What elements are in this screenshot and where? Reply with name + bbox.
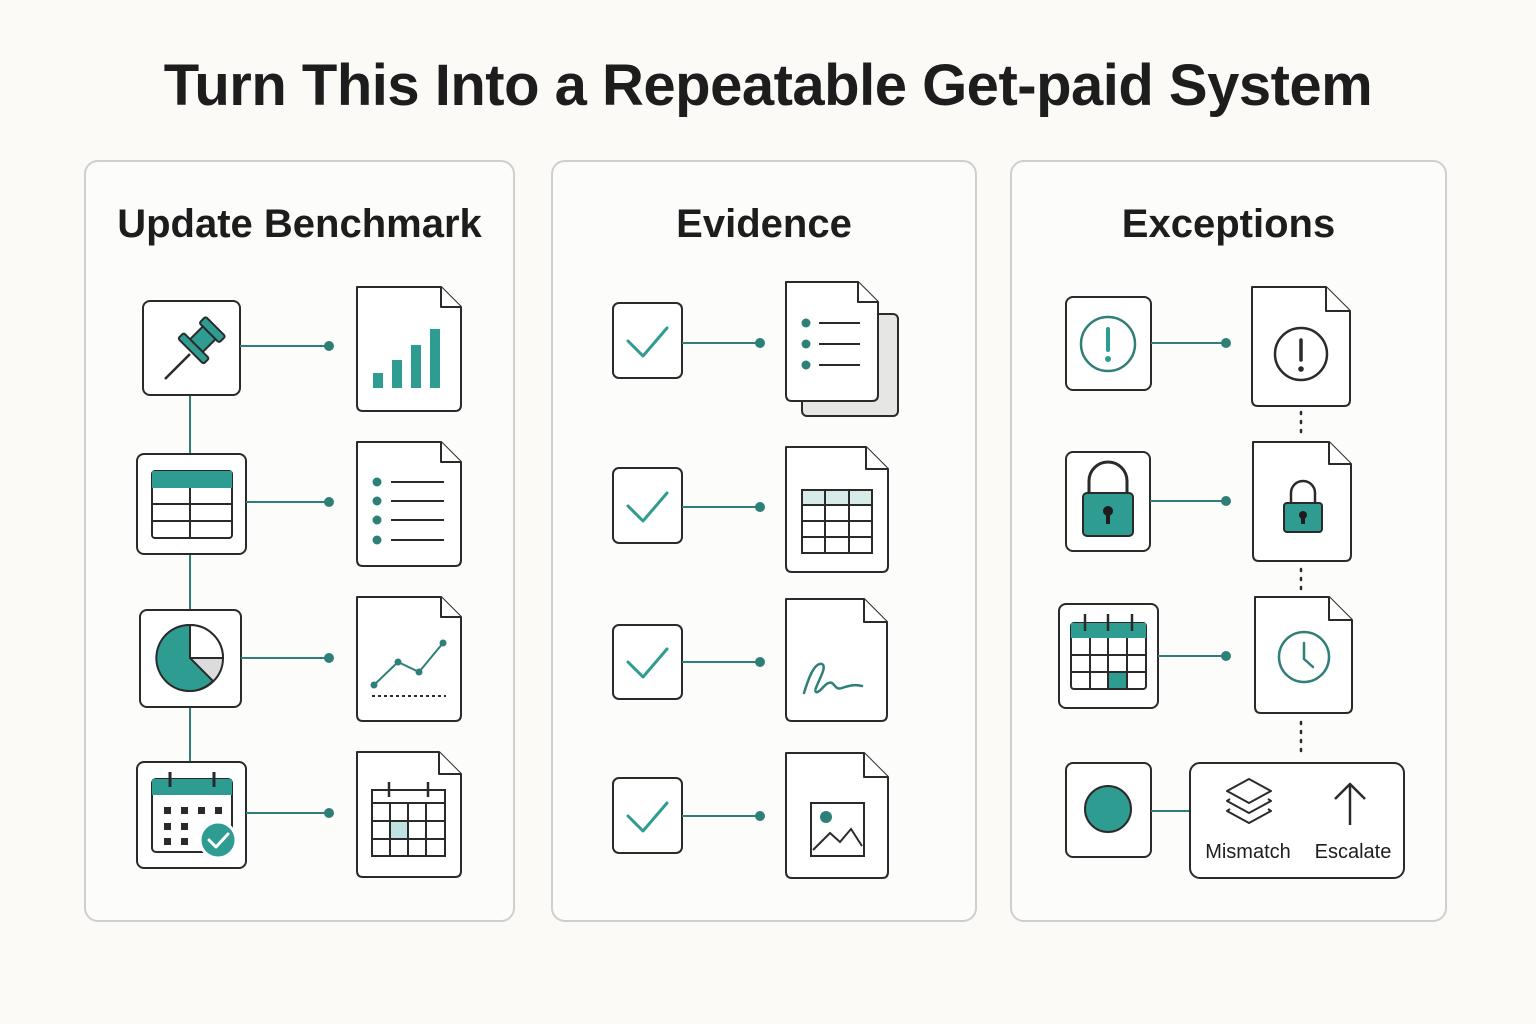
- checkbox-icon: [612, 777, 683, 854]
- layers-icon: [1226, 778, 1272, 824]
- calendar-icon: [1058, 603, 1159, 709]
- list-document-icon: [356, 441, 462, 567]
- connector-dot: [324, 808, 334, 818]
- connector-dot: [324, 341, 334, 351]
- arrow-up-icon: [1334, 782, 1366, 825]
- stacked-list-document-icon: [785, 281, 899, 417]
- page-title: Turn This Into a Repeatable Get-paid Sys…: [163, 53, 1373, 118]
- table-icon: [136, 453, 247, 555]
- checkbox-icon: [612, 302, 683, 379]
- signature-document-icon: [785, 598, 888, 722]
- dot-icon: [1065, 762, 1152, 858]
- panel-title-evidence: Evidence: [676, 202, 852, 246]
- connector-dot: [1221, 496, 1231, 506]
- connector-dot: [324, 497, 334, 507]
- checkbox-icon: [612, 467, 683, 544]
- alert-icon: [1065, 296, 1152, 391]
- mismatch-label: Mismatch: [1205, 841, 1291, 863]
- escalate-label: Escalate: [1315, 841, 1392, 863]
- actions-box: Mismatch Escalate: [1189, 762, 1405, 879]
- calendar-document-icon: [356, 751, 462, 878]
- connector-dot: [324, 653, 334, 663]
- calendar-check-icon: [136, 761, 247, 869]
- alert-document-icon: [1251, 286, 1351, 407]
- image-document-icon: [785, 752, 889, 879]
- checkbox-icon: [612, 624, 683, 700]
- connector-dot: [755, 657, 765, 667]
- padlock-document-icon: [1252, 441, 1352, 562]
- pie-chart-icon: [139, 609, 242, 708]
- clock-document-icon: [1254, 596, 1353, 714]
- connector-dot: [755, 502, 765, 512]
- bar-chart-document-icon: [356, 286, 462, 412]
- padlock-icon: [1065, 451, 1151, 552]
- connector-dot: [755, 811, 765, 821]
- pushpin-icon: [142, 300, 241, 396]
- connector-dot: [1221, 651, 1231, 661]
- spreadsheet-document-icon: [785, 446, 889, 573]
- line-chart-document-icon: [356, 596, 462, 722]
- connector-dot: [755, 338, 765, 348]
- connector-dot: [1221, 338, 1231, 348]
- panel-title-update-benchmark: Update Benchmark: [117, 202, 482, 246]
- panel-title-exceptions: Exceptions: [1121, 202, 1336, 246]
